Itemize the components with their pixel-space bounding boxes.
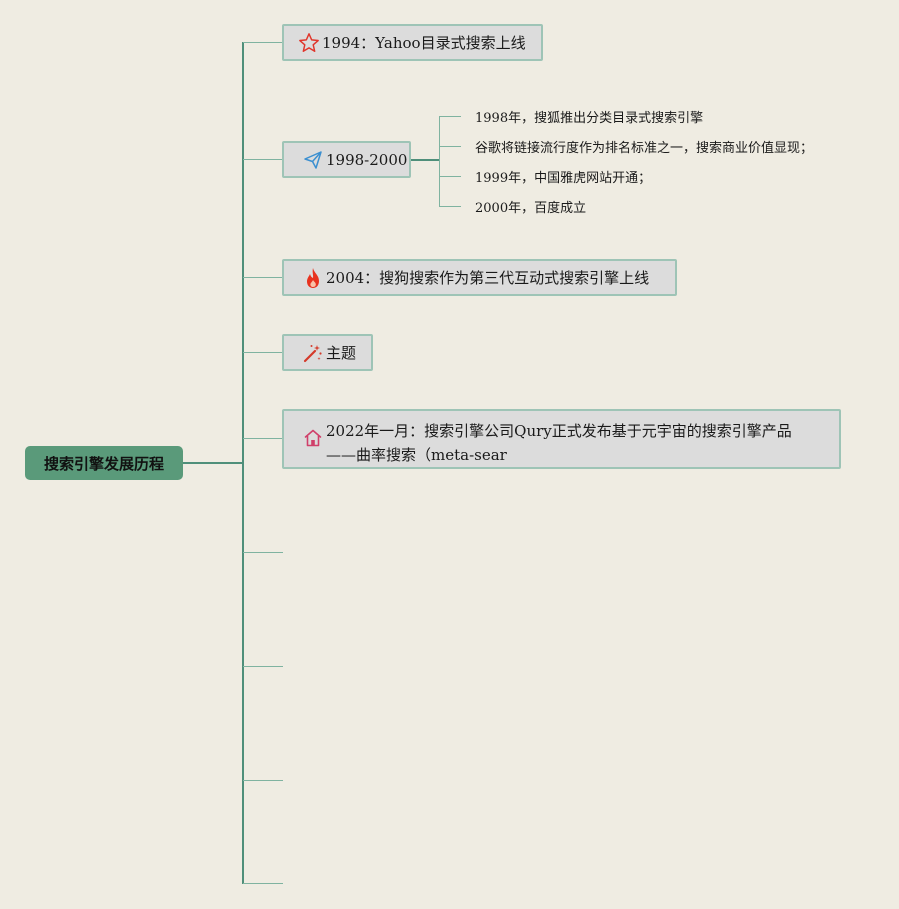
topic-1998-2000[interactable]: 1998-2000 xyxy=(282,141,411,178)
connector-branch-5 xyxy=(243,438,283,439)
connector-branch-4 xyxy=(243,352,283,353)
topic-label-multiline: 2022年一月：搜索引擎公司Qury正式发布基于元宇宙的搜索引擎产品 ——曲率搜… xyxy=(326,411,792,467)
topic-theme[interactable]: 主题 xyxy=(282,334,373,371)
subtopic-1998-sohu[interactable]: 1998年，搜狐推出分类目录式搜索引擎 xyxy=(475,111,704,126)
topic-label: 2004：搜狗搜索作为第三代互动式搜索引擎上线 xyxy=(326,269,650,287)
magic-wand-icon xyxy=(302,342,324,364)
root-topic-label: 搜索引擎发展历程 xyxy=(43,454,164,473)
root-topic[interactable]: 搜索引擎发展历程 xyxy=(25,446,183,480)
topic-2022-qury[interactable]: 2022年一月：搜索引擎公司Qury正式发布基于元宇宙的搜索引擎产品 ——曲率搜… xyxy=(282,409,841,469)
paper-plane-icon xyxy=(302,149,324,171)
star-icon xyxy=(298,32,320,54)
connector-empty-3 xyxy=(243,780,283,781)
subtopic-google-pagerank[interactable]: 谷歌将链接流行度作为排名标准之一，搜索商业价值显现； xyxy=(475,141,814,156)
topic-label: 主题 xyxy=(326,344,357,362)
connector-sub-trunk xyxy=(439,116,440,206)
connector-root xyxy=(183,462,243,464)
connector-sub-root xyxy=(410,159,440,161)
topic-label-line-1: 2022年一月：搜索引擎公司Qury正式发布基于元宇宙的搜索引擎产品 xyxy=(326,422,792,440)
connector-sub-4 xyxy=(439,206,461,207)
subtopic-1999-yahoo-china[interactable]: 1999年，中国雅虎网站开通； xyxy=(475,171,652,186)
connector-empty-1 xyxy=(243,552,283,553)
fire-icon xyxy=(302,267,324,289)
topic-1994-yahoo[interactable]: 1994：Yahoo目录式搜索上线 xyxy=(282,24,543,61)
connector-empty-4 xyxy=(243,883,283,884)
topic-label: 1994：Yahoo目录式搜索上线 xyxy=(322,34,526,52)
connector-trunk xyxy=(242,42,244,884)
topic-label: 1998-2000 xyxy=(326,150,408,169)
topic-label-line-2: ——曲率搜索（meta-sear xyxy=(326,446,507,464)
connector-sub-1 xyxy=(439,116,461,117)
subtopic-2000-baidu[interactable]: 2000年，百度成立 xyxy=(475,201,587,216)
connector-empty-2 xyxy=(243,666,283,667)
connector-branch-2 xyxy=(243,159,283,160)
connector-sub-3 xyxy=(439,176,461,177)
connector-branch-1 xyxy=(243,42,283,43)
home-icon xyxy=(302,427,324,449)
connector-sub-2 xyxy=(439,146,461,147)
topic-2004-sogou[interactable]: 2004：搜狗搜索作为第三代互动式搜索引擎上线 xyxy=(282,259,677,296)
connector-branch-3 xyxy=(243,277,283,278)
